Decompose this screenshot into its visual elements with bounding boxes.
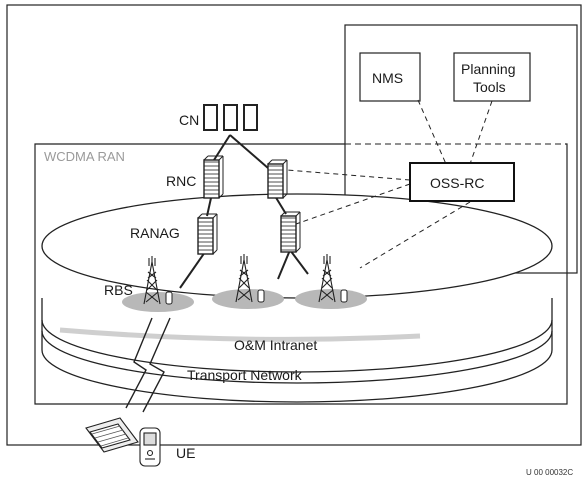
rbs-site-2 [212, 254, 284, 309]
ranag-label: RANAG [130, 225, 180, 241]
cn-cabinet-2 [223, 104, 238, 131]
ue-devices-icon [85, 417, 161, 467]
cn-label: CN [179, 112, 199, 128]
cn-cabinet-3 [243, 104, 258, 131]
radio-links [125, 317, 171, 413]
transport-network-label: Transport Network [187, 367, 303, 383]
wcdma-ran-label: WCDMA RAN [44, 149, 125, 164]
nms-label: NMS [372, 70, 403, 86]
om-intranet-label: O&M Intranet [234, 337, 317, 353]
rnc-cabinet-right [267, 159, 288, 199]
rnc-label: RNC [166, 173, 196, 189]
rbs-site-3 [295, 254, 367, 309]
cn-cabinet-1 [203, 104, 218, 131]
rnc-cabinet-left [203, 155, 224, 199]
ranag-cabinet-left [197, 213, 218, 255]
ue-label: UE [176, 445, 195, 461]
ran-links [179, 134, 309, 289]
om-intranet-band [59, 327, 421, 342]
planning-tools-label-line1: Planning [461, 61, 516, 77]
rbs-site-1 [122, 256, 194, 312]
ranag-cabinet-right [280, 211, 301, 253]
nms-box [359, 52, 421, 102]
outer-frame [6, 4, 582, 446]
network-disc [41, 193, 553, 403]
rbs-label: RBS [104, 282, 133, 298]
planning-tools-label-line2: Tools [473, 79, 506, 95]
oss-rc-box [409, 162, 515, 202]
figure-code: U 00 00032C [526, 468, 573, 477]
planning-tools-box [453, 52, 531, 102]
management-links [286, 99, 493, 269]
wcdma-ran-box [34, 143, 568, 405]
oss-rc-label: OSS-RC [430, 175, 484, 191]
